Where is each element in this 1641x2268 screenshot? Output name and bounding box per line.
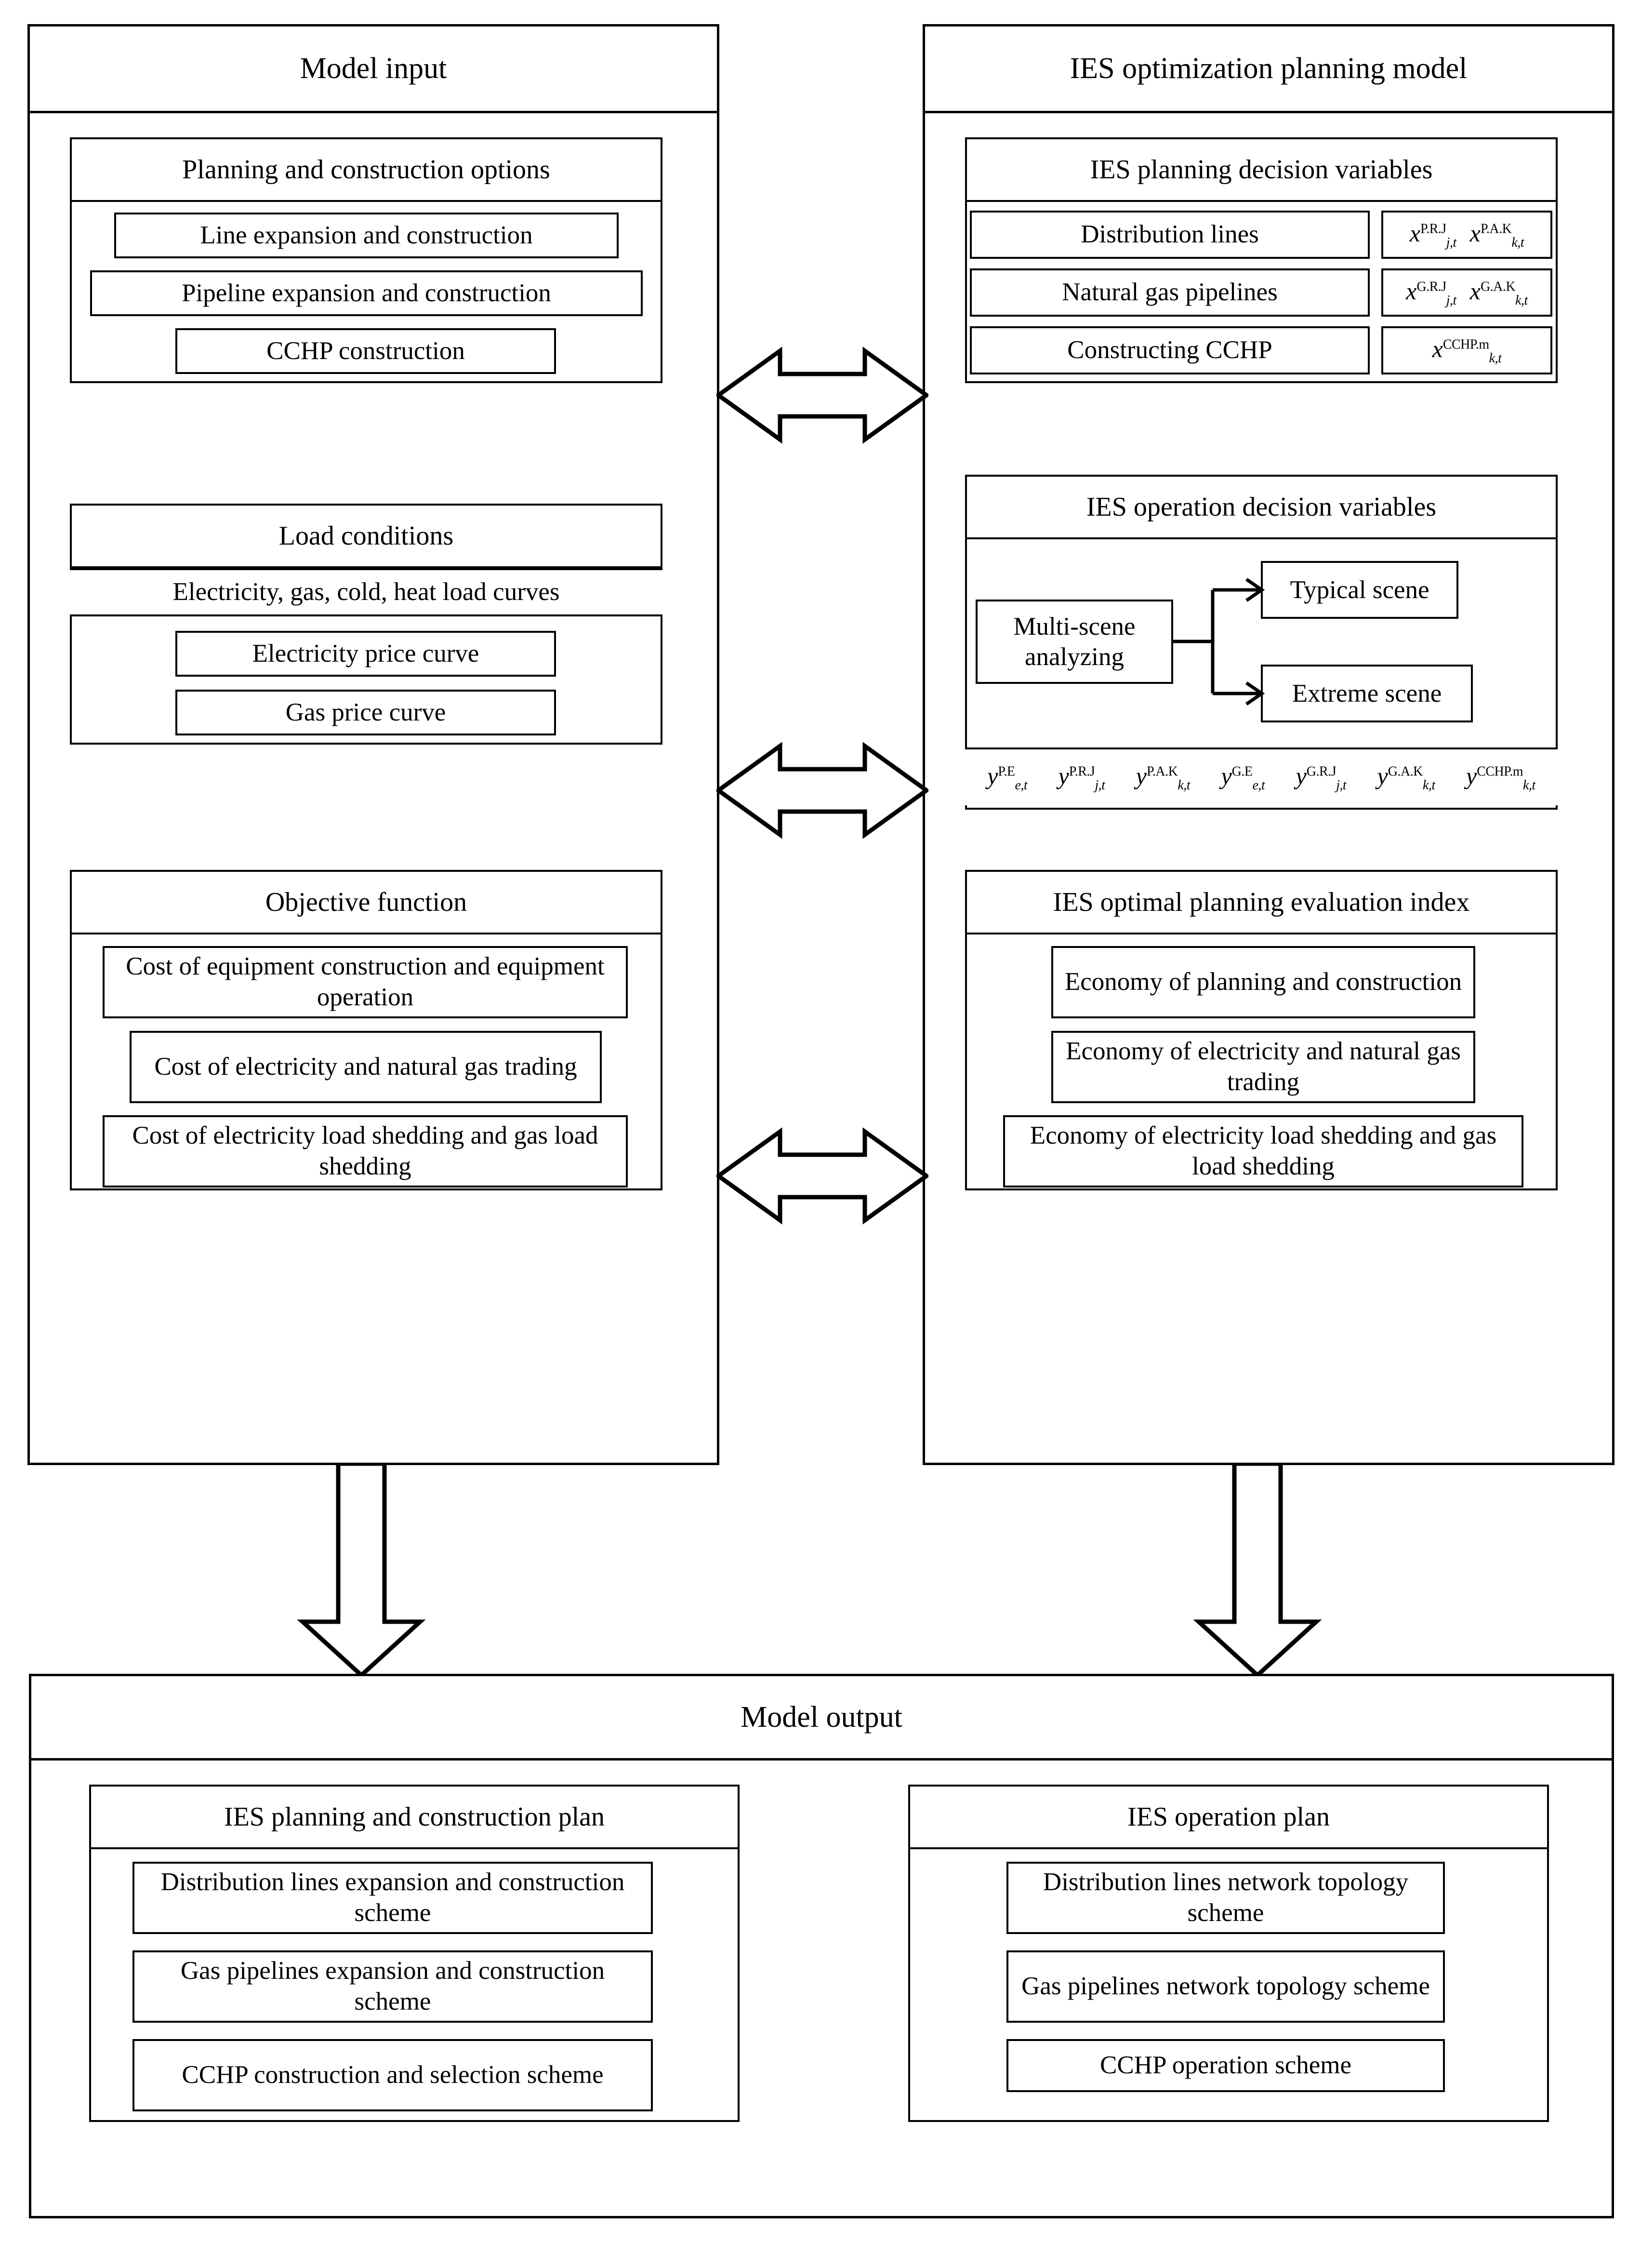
group-objective-function: Objective function Cost of equipment con… (70, 870, 662, 1190)
group-ies-operation-plan: IES operation plan Distribution lines ne… (908, 1785, 1549, 2122)
group-objective-function-title: Objective function (72, 872, 661, 934)
group-planning-construction-options-title: Planning and construction options (72, 139, 661, 202)
group-planning-construction-options-body: Line expansion and construction Pipeline… (72, 202, 661, 381)
var-y-gak: yG.A.Kk,t (1377, 762, 1436, 793)
ies-optimization-planning-model-panel: IES optimization planning model IES plan… (923, 24, 1615, 1465)
item-economy-load-shedding[interactable]: Economy of electricity load shedding and… (1003, 1115, 1523, 1187)
var-x-grj: xG.R.Jj,t (1406, 277, 1456, 308)
item-constructing-cchp[interactable]: Constructing CCHP (970, 326, 1370, 374)
item-line-expansion-construction[interactable]: Line expansion and construction (114, 213, 619, 258)
mathbox-constructing-cchp: xCCHP.mk,t (1381, 326, 1552, 374)
group-ies-planning-construction-plan-body: Distribution lines expansion and constru… (91, 1849, 738, 2120)
bidirectional-arrow-middle (716, 742, 928, 839)
model-input-panel: Model input Planning and construction op… (27, 24, 719, 1465)
group-ies-operation-plan-title: IES operation plan (910, 1787, 1547, 1849)
bidirectional-arrow-top (716, 347, 928, 444)
var-y-pak: yP.A.Kk,t (1136, 762, 1191, 793)
var-x-prj: xP.R.Jj,t (1409, 219, 1456, 250)
item-distribution-lines[interactable]: Distribution lines (970, 211, 1370, 259)
item-cchp-operation-scheme[interactable]: CCHP operation scheme (1006, 2039, 1445, 2092)
mathrow-operation-variables: yP.Ee,t yP.R.Jj,t yP.A.Kk,t yG.Ee,t yG.R… (965, 747, 1558, 805)
item-gas-pipelines-expansion-scheme[interactable]: Gas pipelines expansion and construction… (132, 1950, 653, 2023)
var-x-pak: xP.A.Kk,t (1469, 219, 1524, 250)
box-typical-scene[interactable]: Typical scene (1261, 561, 1458, 619)
group-ies-operation-decision-variables-body: Multi-scene analyzing Typical scene Extr… (965, 539, 1558, 808)
var-x-cchp-m: xCCHP.mk,t (1432, 335, 1502, 366)
item-distribution-lines-expansion-scheme[interactable]: Distribution lines expansion and constru… (132, 1862, 653, 1934)
item-cost-electricity-gas-trading[interactable]: Cost of electricity and natural gas trad… (130, 1031, 602, 1103)
item-pipeline-expansion-construction[interactable]: Pipeline expansion and construction (90, 270, 643, 316)
model-input-title: Model input (30, 27, 717, 113)
group-ies-operation-plan-body: Distribution lines network topology sche… (910, 1849, 1547, 2120)
ies-optimization-planning-model-body: IES planning decision variables Distribu… (925, 113, 1612, 1463)
box-extreme-scene[interactable]: Extreme scene (1261, 665, 1473, 722)
item-cchp-construction[interactable]: CCHP construction (175, 328, 556, 374)
var-y-cchp-m: yCCHP.mk,t (1466, 762, 1535, 793)
model-input-body: Planning and construction options Line e… (30, 113, 717, 1463)
mathbox-natural-gas-pipelines: xG.R.Jj,t xG.A.Kk,t (1381, 268, 1552, 317)
group-ies-planning-decision-variables-body: Distribution lines xP.R.Jj,t xP.A.Kk,t N… (967, 202, 1556, 381)
bidirectional-arrow-bottom (716, 1127, 928, 1225)
item-cchp-construction-selection-scheme[interactable]: CCHP construction and selection scheme (132, 2039, 653, 2111)
ies-optimization-planning-model-title: IES optimization planning model (925, 27, 1612, 113)
group-load-conditions: Load conditions Electricity, gas, cold, … (70, 504, 662, 745)
var-y-pe: yP.Ee,t (987, 762, 1028, 793)
down-arrow-left (297, 1463, 426, 1677)
var-y-ge: yG.Ee,t (1221, 762, 1265, 793)
var-x-gak: xG.A.Kk,t (1469, 277, 1528, 308)
model-output-body: IES planning and construction plan Distr… (31, 1761, 1612, 2216)
group-planning-construction-options: Planning and construction options Line e… (70, 137, 662, 383)
group-ies-planning-decision-variables-title: IES planning decision variables (967, 139, 1556, 202)
model-output-title: Model output (31, 1676, 1612, 1761)
item-gas-pipelines-topology-scheme[interactable]: Gas pipelines network topology scheme (1006, 1950, 1445, 2023)
group-ies-planning-decision-variables: IES planning decision variables Distribu… (965, 137, 1558, 383)
item-electricity-price-curve[interactable]: Electricity price curve (175, 631, 556, 677)
item-load-curves[interactable]: Electricity, gas, cold, heat load curves (70, 568, 662, 616)
down-arrow-right (1193, 1463, 1322, 1677)
box-multi-scene-analyzing[interactable]: Multi-scene analyzing (976, 600, 1173, 684)
group-ies-planning-construction-plan-title: IES planning and construction plan (91, 1787, 738, 1849)
item-economy-planning-construction[interactable]: Economy of planning and construction (1051, 946, 1475, 1018)
item-gas-price-curve[interactable]: Gas price curve (175, 690, 556, 735)
item-cost-equipment-construction-operation[interactable]: Cost of equipment construction and equip… (103, 946, 628, 1018)
group-ies-optimal-planning-evaluation-index-title: IES optimal planning evaluation index (967, 872, 1556, 934)
group-ies-operation-decision-variables-title: IES operation decision variables (967, 477, 1556, 539)
group-load-conditions-title: Load conditions (72, 506, 661, 568)
model-output-panel: Model output IES planning and constructi… (29, 1674, 1614, 2218)
group-ies-optimal-planning-evaluation-index: IES optimal planning evaluation index Ec… (965, 870, 1558, 1190)
group-objective-function-body: Cost of equipment construction and equip… (72, 934, 661, 1188)
mathbox-distribution-lines: xP.R.Jj,t xP.A.Kk,t (1381, 211, 1552, 259)
scene-flow-connector (1173, 578, 1265, 706)
item-cost-load-shedding[interactable]: Cost of electricity load shedding and ga… (103, 1115, 628, 1187)
var-y-prj: yP.R.Jj,t (1058, 762, 1105, 793)
group-ies-operation-decision-variables: IES operation decision variables Multi-s… (965, 475, 1558, 810)
group-ies-optimal-planning-evaluation-index-body: Economy of planning and construction Eco… (967, 934, 1556, 1188)
group-load-conditions-body: Electricity, gas, cold, heat load curves… (70, 568, 662, 743)
item-economy-electricity-gas-trading[interactable]: Economy of electricity and natural gas t… (1051, 1031, 1475, 1103)
var-y-grj: yG.R.Jj,t (1296, 762, 1347, 793)
item-natural-gas-pipelines[interactable]: Natural gas pipelines (970, 268, 1370, 317)
item-distribution-lines-topology-scheme[interactable]: Distribution lines network topology sche… (1006, 1862, 1445, 1934)
group-ies-planning-construction-plan: IES planning and construction plan Distr… (89, 1785, 740, 2122)
